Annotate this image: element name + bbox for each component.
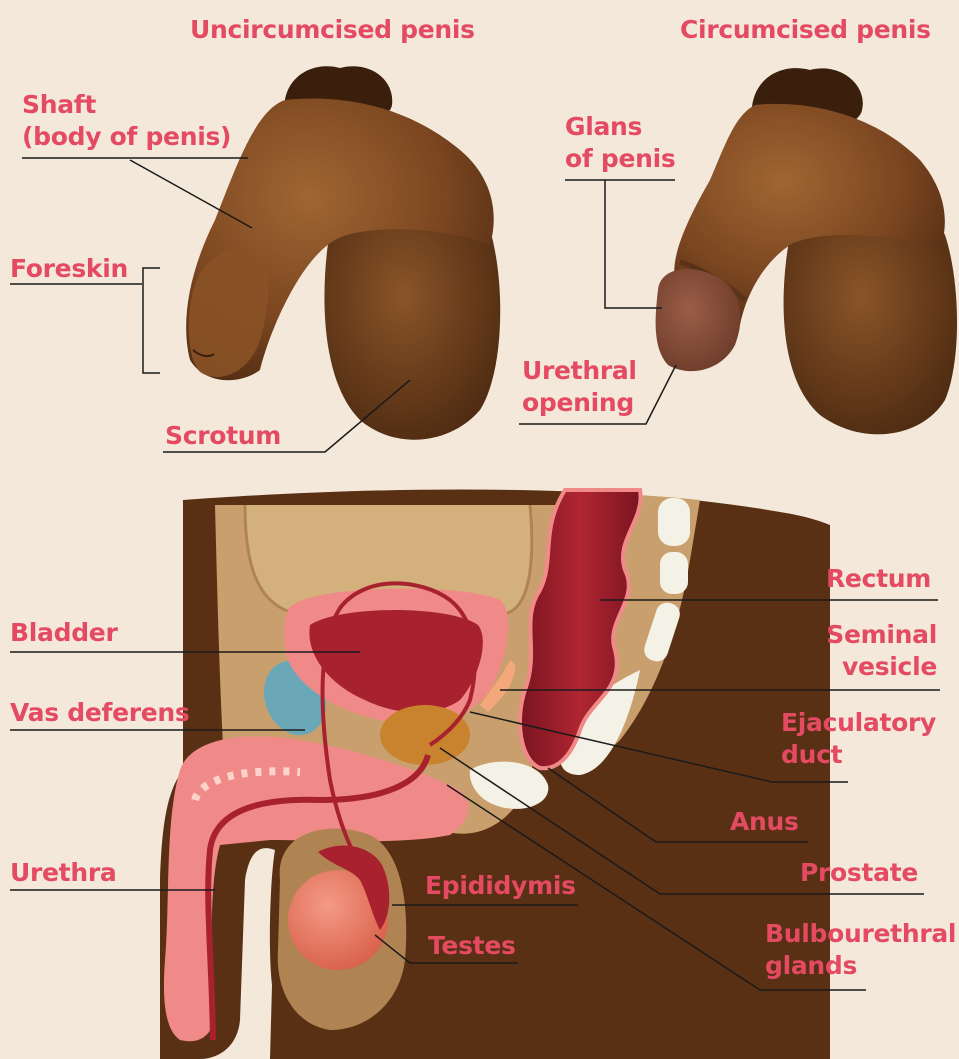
- vertebra: [658, 498, 690, 546]
- label-anus: Anus: [730, 806, 799, 838]
- label-scrotum: Scrotum: [165, 420, 281, 452]
- title-circumcised: Circumcised penis: [680, 14, 931, 46]
- glans-shape: [656, 269, 741, 371]
- label-prostate: Prostate: [800, 857, 918, 889]
- label-vas-deferens: Vas deferens: [10, 697, 189, 729]
- label-bulbourethral-glands: Bulbourethral glands: [765, 918, 956, 982]
- label-rectum: Rectum: [826, 563, 931, 595]
- circumcised-penis-illustration: [656, 68, 957, 434]
- vertebra: [660, 552, 688, 594]
- label-testes: Testes: [428, 930, 516, 962]
- label-bladder: Bladder: [10, 617, 117, 649]
- label-foreskin: Foreskin: [10, 253, 128, 285]
- label-epididymis: Epididymis: [425, 870, 576, 902]
- label-shaft: Shaft (body of penis): [22, 89, 231, 153]
- uncircumcised-penis-illustration: [186, 66, 500, 439]
- label-urethra: Urethra: [10, 857, 116, 889]
- title-uncircumcised: Uncircumcised penis: [190, 14, 475, 46]
- male-reproductive-cross-section: [160, 489, 830, 1059]
- label-glans: Glans of penis: [565, 111, 675, 175]
- label-urethral-opening: Urethral opening: [522, 355, 637, 419]
- label-ejaculatory-duct: Ejaculatory duct: [781, 707, 936, 771]
- label-seminal-vesicle: Seminal vesicle: [826, 619, 937, 683]
